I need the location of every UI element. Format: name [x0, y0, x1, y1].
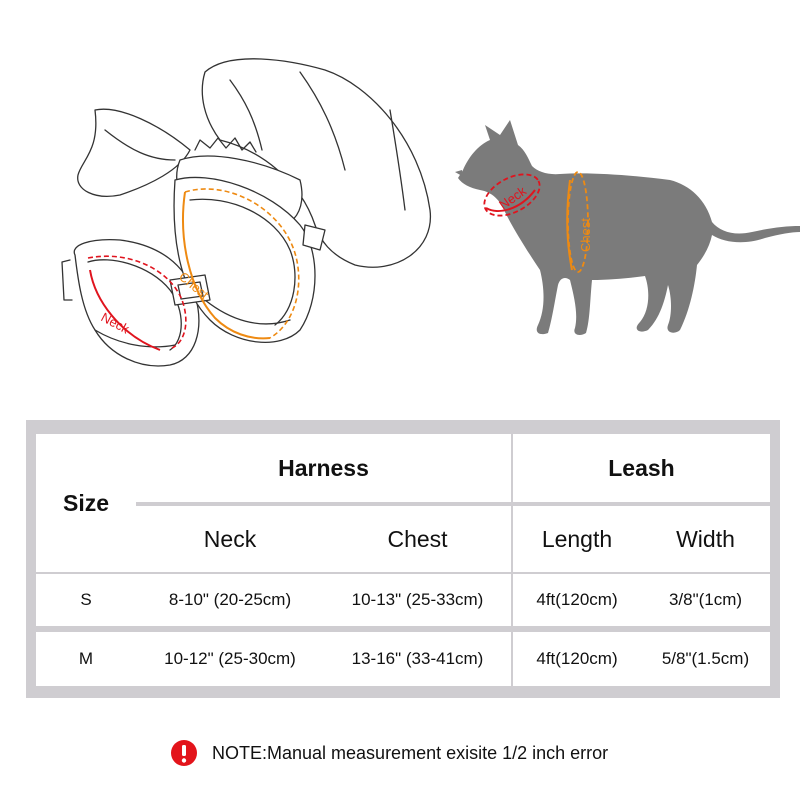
- row-s-width: 3/8"(1cm): [641, 574, 770, 626]
- size-header: Size: [36, 434, 136, 572]
- product-illustration: Neck Chest Neck Chest: [61, 58, 800, 367]
- width-column-header: Width: [641, 506, 770, 572]
- row-s-neck: 8-10" (20-25cm): [136, 574, 324, 626]
- size-table: Size Harness Leash Neck Chest Length Wid…: [26, 420, 780, 698]
- neck-column-header: Neck: [136, 506, 324, 572]
- chest-column-header: Chest: [324, 506, 511, 572]
- length-column-header: Length: [513, 506, 641, 572]
- note-text: NOTE:Manual measurement exisite 1/2 inch…: [212, 742, 609, 763]
- cat-chest-measure: [566, 171, 589, 273]
- cat-chest-label: Chest: [578, 218, 593, 252]
- row-s-size: S: [36, 574, 136, 626]
- leash-group-header: Leash: [513, 434, 770, 502]
- row-m-chest: 13-16" (33-41cm): [324, 632, 511, 686]
- harness-chest-measure: [182, 188, 300, 340]
- row-s-chest: 10-13" (25-33cm): [324, 574, 511, 626]
- measurement-note: NOTE:Manual measurement exisite 1/2 inch…: [170, 738, 608, 768]
- row-m-length: 4ft(120cm): [513, 632, 641, 686]
- harness-drawing: [61, 58, 431, 367]
- row-s-length: 4ft(120cm): [513, 574, 641, 626]
- row-m-size: M: [36, 632, 136, 686]
- harness-group-header: Harness: [136, 434, 511, 502]
- row-m-neck: 10-12" (25-30cm): [136, 632, 324, 686]
- cat-silhouette: [455, 120, 800, 336]
- exclamation-icon: [171, 740, 197, 766]
- harness-neck-measure: [87, 255, 187, 351]
- row-m-width: 5/8"(1.5cm): [641, 632, 770, 686]
